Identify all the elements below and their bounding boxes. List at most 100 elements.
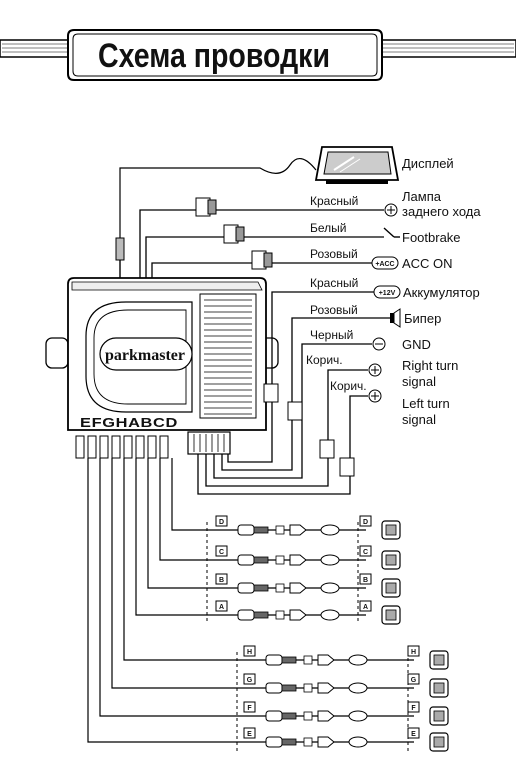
brand-logo: parkmaster (105, 347, 185, 364)
sensor-letter: E (247, 731, 252, 738)
plug-collar-icon (275, 583, 285, 593)
sensor-letter: H (247, 649, 252, 656)
plug-female-icon (289, 609, 307, 621)
connector-wires (197, 291, 392, 495)
sensor-letter: G (247, 677, 253, 684)
sensor-letter: F (411, 705, 416, 712)
plug-pin-icon (253, 584, 269, 592)
display-unit: Дисплей (314, 146, 454, 184)
title-banner: Схема проводки (0, 29, 516, 81)
sensor-wires (87, 458, 414, 743)
plug-socket-icon (320, 609, 340, 621)
left-turn-label-line2: signal (402, 412, 436, 427)
sensor-wire (135, 458, 366, 616)
plug-pin-icon (281, 712, 297, 720)
sensor-letter-box (215, 600, 228, 612)
plug-female-icon (317, 736, 335, 748)
sensor-face-icon (433, 682, 445, 694)
sensor-letter: E (411, 731, 416, 738)
footbrake-switch-icon (383, 227, 400, 238)
battery-wire-color: Красный (310, 276, 358, 290)
sensor-letter: B (219, 577, 224, 584)
plug-socket-icon (348, 736, 368, 748)
sensor-letter-box (359, 515, 372, 527)
sensor-letter-box (215, 573, 228, 585)
plug-collar-icon (303, 683, 313, 693)
port-letters: EFGHABCD (80, 415, 178, 430)
sensor-face-icon (433, 654, 445, 666)
left-turn-wire-color: Корич. (330, 379, 367, 393)
plug-socket-icon (320, 524, 340, 536)
plug-socket-icon (348, 654, 368, 666)
sensor-wire (159, 458, 366, 561)
sensor-face-icon (385, 554, 397, 566)
acc-label: ACC ON (402, 256, 453, 271)
right-turn-wire-color: Корич. (306, 353, 343, 367)
sensor-face-icon (385, 582, 397, 594)
sensor-letter: F (247, 705, 252, 712)
sensor-letter-box (243, 645, 256, 657)
plug-collar-icon (275, 610, 285, 620)
plug-pin-icon (253, 611, 269, 619)
plug-collar-icon (275, 555, 285, 565)
footbrake-wire-color: Белый (310, 221, 346, 235)
left-turn-terminal-icon (368, 389, 382, 403)
plug-socket-icon (320, 554, 340, 566)
sensor-letter: D (219, 519, 224, 526)
sensor-letter-box (407, 727, 420, 739)
right-turn-label-line1: Right turn (402, 358, 458, 373)
plug-male-icon (237, 524, 255, 536)
reverse-wire-color: Красный (310, 194, 358, 208)
plug-female-icon (317, 682, 335, 694)
sensor-face-icon (433, 710, 445, 722)
plug-socket-icon (320, 582, 340, 594)
right-turn-label-line2: signal (402, 374, 436, 389)
footbrake-label: Footbrake (402, 230, 461, 245)
inline-parts (263, 383, 355, 477)
plug-pin-icon (281, 656, 297, 664)
sensor-letter: D (363, 519, 368, 526)
battery-terminal-text: +12V (379, 290, 396, 297)
plug-collar-icon (275, 525, 285, 535)
sensor-face-icon (433, 736, 445, 748)
plug-pin-icon (281, 684, 297, 692)
buzzer-icon (390, 308, 401, 328)
display-label: Дисплей (402, 156, 454, 171)
plug-collar-icon (303, 737, 313, 747)
sensor-letter: C (363, 549, 368, 556)
left-turn-label-line1: Left turn (402, 396, 450, 411)
reverse-label-line1: Лампа (402, 189, 442, 204)
acc-terminal-text: +ACC (375, 261, 394, 268)
plug-female-icon (317, 654, 335, 666)
control-unit: parkmaster EFGHABCD (45, 277, 279, 455)
sensor-letter-box (243, 701, 256, 713)
plug-male-icon (237, 609, 255, 621)
plug-male-icon (265, 710, 283, 722)
plug-pin-icon (253, 526, 269, 534)
sensor-letter: C (219, 549, 224, 556)
diagram-title: Схема проводки (98, 37, 330, 75)
sensor-letter: G (411, 677, 417, 684)
buzzer-label: Бипер (404, 311, 441, 326)
battery-terminal-icon: +12V (373, 285, 401, 299)
sensor-letter: B (363, 577, 368, 584)
wire-group (139, 209, 384, 280)
plug-female-icon (289, 582, 307, 594)
plug-male-icon (265, 682, 283, 694)
sensor-letter-box (215, 545, 228, 557)
sensor-wire (87, 458, 414, 743)
plug-male-icon (265, 736, 283, 748)
sensor-letter-box (359, 600, 372, 612)
sensor-letter-box (359, 573, 372, 585)
sensor-wire (123, 458, 414, 661)
plug-male-icon (237, 554, 255, 566)
sensor-letter-box (243, 727, 256, 739)
